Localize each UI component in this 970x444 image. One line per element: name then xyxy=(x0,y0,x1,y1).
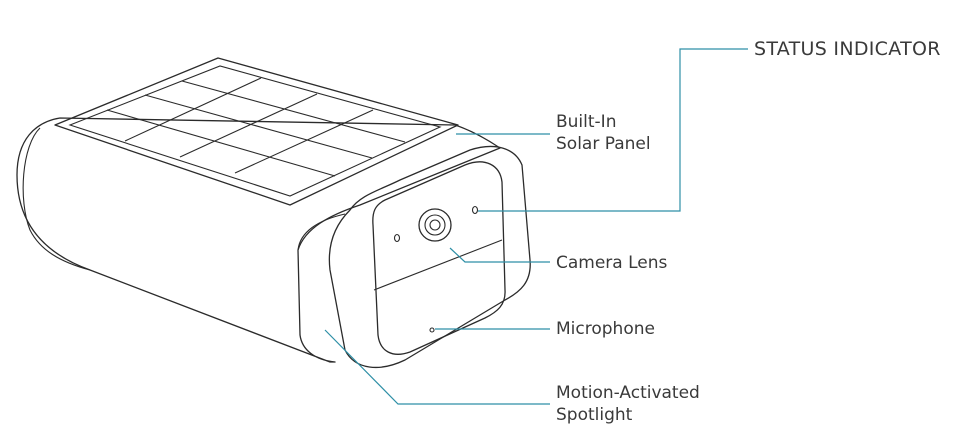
solar-panel-grid xyxy=(106,77,406,177)
camera-lens-ring xyxy=(424,214,446,236)
camera-lens-inner xyxy=(429,219,441,231)
solar-panel-inner xyxy=(68,65,442,197)
camera-body xyxy=(16,117,501,363)
body-left-edge xyxy=(22,127,91,271)
status-indicator-led xyxy=(471,205,479,215)
solar-panel-frame xyxy=(54,57,459,206)
rear-shoulder xyxy=(297,213,346,251)
spotlight-label-line1: Motion-Activated xyxy=(556,383,700,403)
leader-spotlight xyxy=(324,329,550,405)
left-sensor xyxy=(393,233,401,243)
solar-panel-label-line2: Solar Panel xyxy=(556,134,651,154)
face-divider xyxy=(373,239,503,291)
front-face xyxy=(372,161,506,355)
microphone-hole xyxy=(429,327,435,333)
leader-camera-lens xyxy=(449,247,550,263)
status-indicator-label: STATUS INDICATOR xyxy=(754,38,941,60)
microphone-label: Microphone xyxy=(556,319,655,339)
spotlight-label-line2: Spotlight xyxy=(556,405,633,425)
front-housing xyxy=(328,145,531,369)
leader-status-indicator xyxy=(478,48,748,212)
camera-lens-outer xyxy=(418,208,452,242)
camera-lens-label: Camera Lens xyxy=(556,253,668,273)
solar-panel-label-line1: Built-In xyxy=(556,112,617,132)
